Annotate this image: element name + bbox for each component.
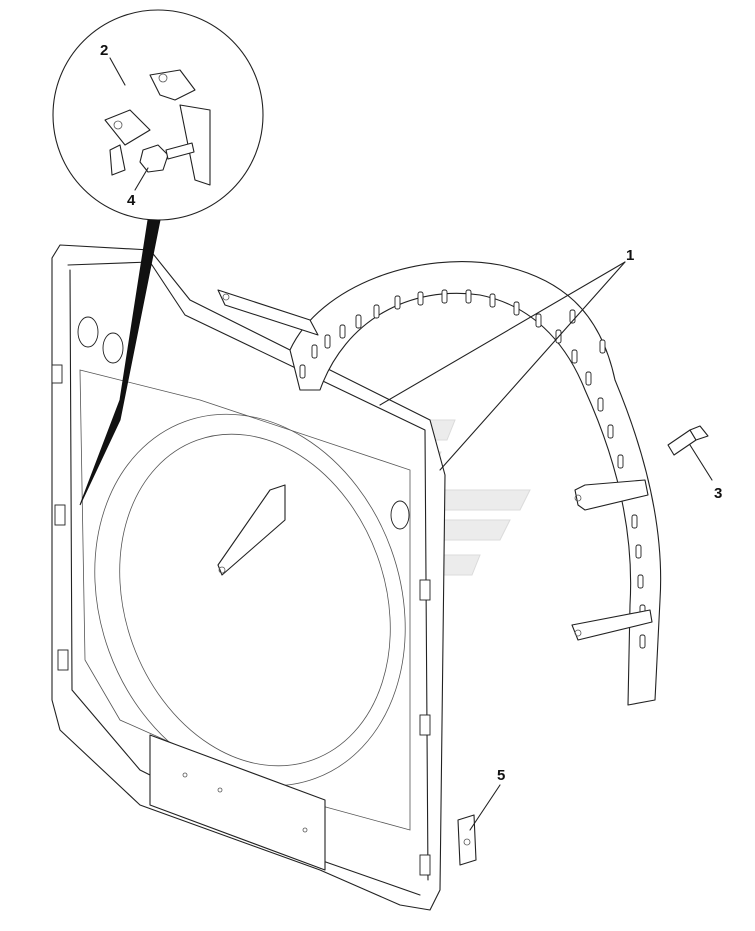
callout-4: 4 [127, 192, 136, 209]
radiator-frame [51, 244, 446, 911]
callout-3: 3 [714, 485, 722, 502]
detail-leader-band [79, 219, 161, 506]
callout-2: 2 [100, 42, 108, 59]
bolt-item-3 [667, 425, 709, 456]
callout-leaders [109, 57, 713, 831]
detail-view-circle [52, 9, 264, 221]
band-slots [299, 289, 646, 649]
callout-1: 1 [626, 247, 634, 264]
clip-nut-item-5 [457, 814, 477, 866]
callout-5: 5 [497, 767, 505, 784]
callout-labels: 1 2 3 4 5 [100, 42, 722, 784]
band-mounting-straps [217, 289, 653, 641]
perforated-shroud-band [289, 261, 662, 706]
